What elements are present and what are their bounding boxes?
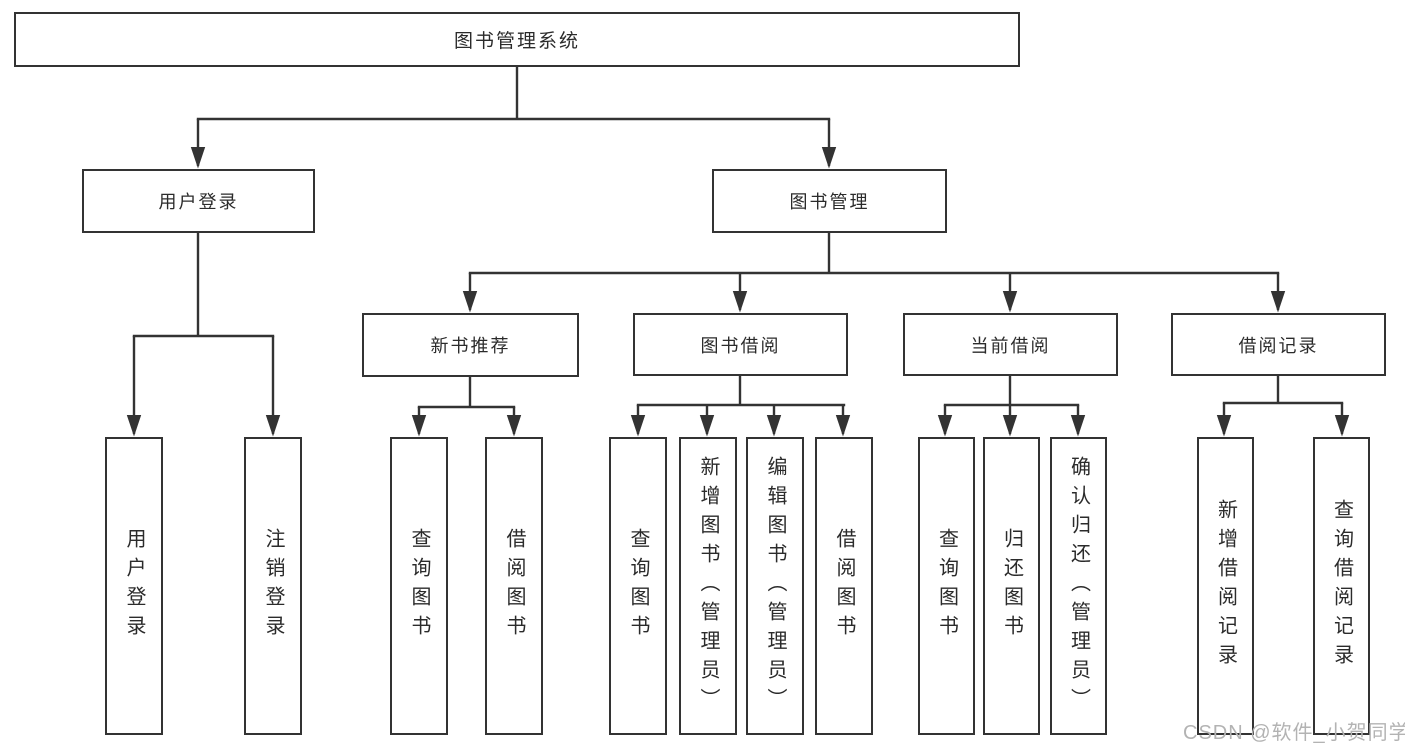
leaf-borrow-books: 借阅图书 [485, 437, 543, 735]
node-library-management-system: 图书管理系统 [14, 12, 1020, 67]
leaf-borrow-books-2: 借阅图书 [815, 437, 873, 735]
node-book-borrowing: 图书借阅 [633, 313, 848, 376]
node-borrowing-records: 借阅记录 [1171, 313, 1386, 376]
leaf-logout: 注销登录 [244, 437, 302, 735]
leaf-add-books-admin: 新增图书（管理员） [679, 437, 737, 735]
node-book-management-branch: 图书管理 [712, 169, 947, 233]
node-user-login-branch: 用户登录 [82, 169, 315, 233]
node-new-book-recommendation: 新书推荐 [362, 313, 579, 377]
leaf-user-login: 用户登录 [105, 437, 163, 735]
leaf-query-borrow-record: 查询借阅记录 [1313, 437, 1370, 735]
leaf-query-books-3: 查询图书 [918, 437, 975, 735]
watermark-text: CSDN @软件_小贺同学 [1183, 722, 1405, 744]
leaf-query-books-2: 查询图书 [609, 437, 667, 735]
leaf-query-books: 查询图书 [390, 437, 448, 735]
leaf-return-books: 归还图书 [983, 437, 1040, 735]
node-current-borrowing: 当前借阅 [903, 313, 1118, 376]
leaf-add-borrow-record: 新增借阅记录 [1197, 437, 1254, 735]
leaf-edit-books-admin: 编辑图书（管理员） [746, 437, 804, 735]
leaf-confirm-return-admin: 确认归还（管理员） [1050, 437, 1107, 735]
